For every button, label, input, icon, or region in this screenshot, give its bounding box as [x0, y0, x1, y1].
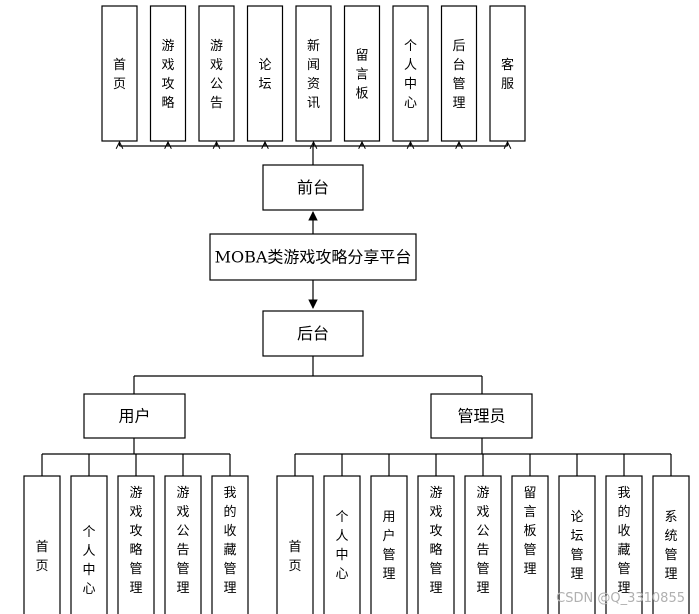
watermark: CSDN @Q_3310855: [556, 591, 685, 606]
front-module-4-label: 论坛: [258, 58, 271, 92]
admin-module-5: 游戏公告管理: [464, 475, 502, 614]
admin-module-4-label: 游戏攻略管理: [429, 486, 442, 596]
front-node: 前台: [262, 164, 364, 211]
admin-module-9: 系统管理: [652, 475, 690, 614]
front-module-5: 新闻资讯: [295, 5, 332, 142]
user-module-3: 游戏攻略管理: [117, 475, 155, 614]
root-node-label: MOBA类游戏攻略分享平台: [215, 248, 412, 267]
admin-module-8: 我的收藏管理: [605, 475, 643, 614]
admin-module-4: 游戏攻略管理: [417, 475, 455, 614]
admin-module-5-label: 游戏公告管理: [476, 486, 489, 596]
front-module-1: 首页: [101, 5, 138, 142]
admin-module-2-label: 个人中心: [335, 510, 348, 582]
front-module-5-label: 新闻资讯: [307, 38, 320, 111]
admin-module-3-label: 用户管理: [382, 510, 395, 582]
user-module-5: 我的收藏管理: [211, 475, 249, 614]
front-module-3: 游戏公告: [198, 5, 235, 142]
front-module-8-label: 后台管理: [452, 39, 465, 111]
front-module-2-label: 游戏攻略: [161, 39, 174, 111]
user-module-5-label: 我的收藏管理: [223, 486, 236, 596]
admin-module-8-label: 我的收藏管理: [617, 486, 630, 596]
front-module-1-label: 首页: [113, 58, 126, 92]
front-module-7: 个人中心: [392, 5, 429, 142]
admin-module-7: 论坛管理: [558, 475, 596, 614]
user-module-4-label: 游戏公告管理: [176, 486, 189, 596]
admin-module-1: 首页: [276, 475, 314, 614]
back-node-label: 后台: [297, 324, 329, 343]
front-module-3-label: 游戏公告: [210, 39, 223, 111]
diagram-nodes: 首页游戏攻略游戏公告论坛新闻资讯留言板个人中心后台管理客服前台MOBA类游戏攻略…: [23, 5, 690, 614]
front-module-9-label: 客服: [501, 57, 514, 92]
admin-node: 管理员: [430, 393, 533, 439]
front-node-label: 前台: [297, 178, 329, 197]
user-module-1-label: 首页: [35, 540, 48, 574]
front-module-6-label: 留言板: [355, 49, 368, 102]
user-module-4: 游戏公告管理: [164, 475, 202, 614]
front-module-8: 后台管理: [440, 5, 478, 142]
user-module-2-label: 个人中心: [82, 525, 95, 597]
front-module-7-label: 个人中心: [404, 39, 417, 111]
admin-module-3: 用户管理: [370, 475, 408, 614]
root-node: MOBA类游戏攻略分享平台: [209, 233, 417, 281]
admin-node-label: 管理员: [457, 407, 505, 426]
front-module-6: 留言板: [343, 5, 381, 142]
admin-module-6-label: 留言板管理: [523, 486, 536, 577]
user-node-label: 用户: [118, 407, 150, 426]
front-module-4: 论坛: [246, 5, 284, 142]
admin-module-6: 留言板管理: [511, 475, 549, 614]
front-module-2: 游戏攻略: [149, 5, 187, 142]
admin-module-7-label: 论坛管理: [570, 510, 583, 582]
connector-lines: [41, 142, 672, 476]
user-node: 用户: [83, 393, 186, 439]
back-node: 后台: [262, 310, 364, 357]
user-module-2: 个人中心: [70, 475, 108, 614]
admin-module-2: 个人中心: [323, 475, 361, 614]
user-module-1: 首页: [23, 475, 61, 614]
user-module-3-label: 游戏攻略管理: [129, 486, 142, 596]
admin-module-1-label: 首页: [288, 540, 301, 574]
admin-module-9-label: 系统管理: [664, 510, 677, 582]
front-module-9: 客服: [489, 5, 526, 142]
